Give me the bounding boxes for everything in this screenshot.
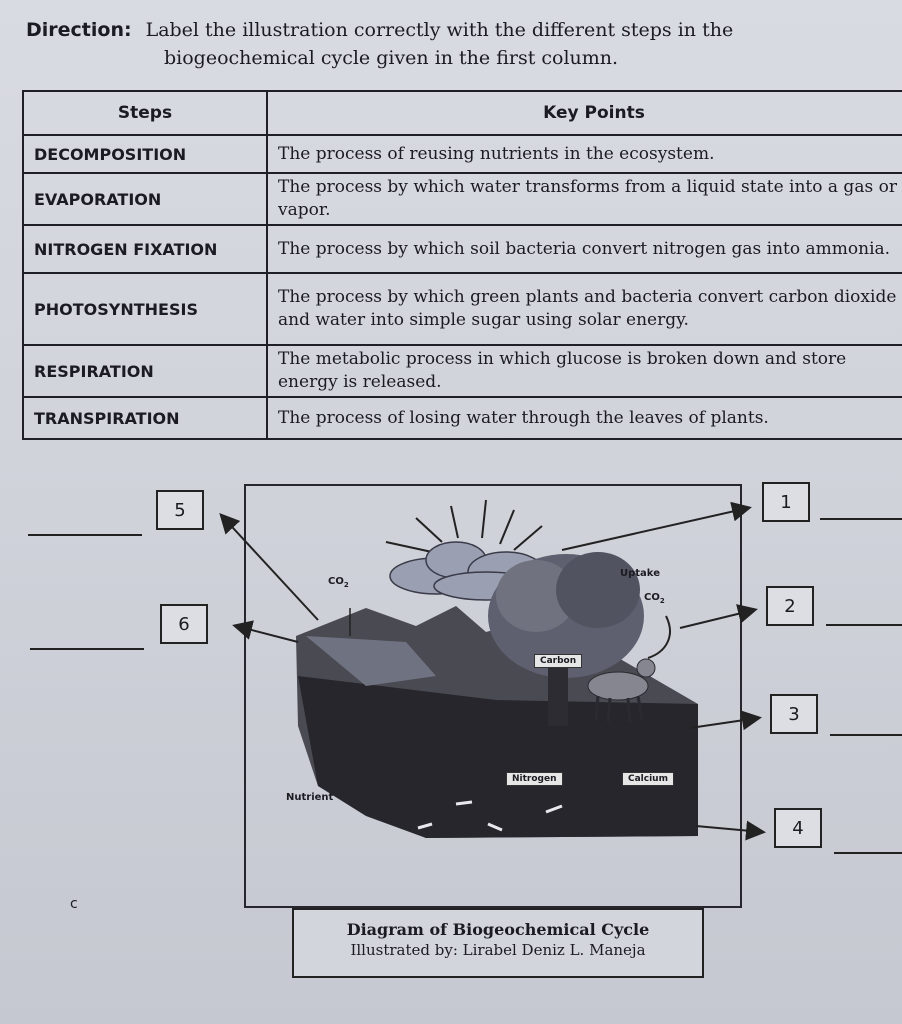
label-box-6: 6 xyxy=(160,604,208,644)
direction-text: Direction: Label the illustration correct… xyxy=(26,16,896,72)
step-name: PHOTOSYNTHESIS xyxy=(22,272,268,346)
step-name: TRANSPIRATION xyxy=(22,396,268,440)
label-box-3: 3 xyxy=(770,694,818,734)
caption-credit: Illustrated by: Lirabel Deniz L. Maneja xyxy=(350,941,646,959)
answer-blank-2[interactable] xyxy=(826,624,902,626)
table-row: EVAPORATION The process by which water t… xyxy=(22,172,902,226)
diagram-caption: Diagram of Biogeochemical Cycle Illustra… xyxy=(292,908,704,978)
answer-blank-4[interactable] xyxy=(834,852,902,854)
label-box-number: 2 xyxy=(784,595,796,617)
answer-blank-6[interactable] xyxy=(30,648,144,650)
uptake-arrow-icon xyxy=(647,615,671,659)
carbon-tag: Carbon xyxy=(534,654,583,668)
table-row: PHOTOSYNTHESIS The process by which gree… xyxy=(22,272,902,346)
label-box-number: 5 xyxy=(174,499,186,521)
direction-line-2: biogeochemical cycle given in the first … xyxy=(164,47,619,69)
step-name: EVAPORATION xyxy=(22,172,268,226)
step-key-point: The process by which green plants and ba… xyxy=(266,272,902,346)
key-points-header: Key Points xyxy=(266,90,902,136)
uptake-label: Uptake xyxy=(620,568,660,579)
step-name: DECOMPOSITION xyxy=(22,134,268,174)
co2-label-right: CO2 xyxy=(644,592,665,605)
co2-label-left: CO2 xyxy=(328,576,349,589)
table-row: NITROGEN FIXATION The process by which s… xyxy=(22,224,902,274)
step-name: RESPIRATION xyxy=(22,344,268,398)
goat-icon xyxy=(587,658,656,723)
label-box-number: 4 xyxy=(792,817,804,839)
step-key-point: The metabolic process in which glucose i… xyxy=(266,344,902,398)
steps-header: Steps xyxy=(22,90,268,136)
sun-rays-icon xyxy=(385,499,543,553)
tree-icon xyxy=(488,552,644,726)
label-box-2: 2 xyxy=(766,586,814,626)
table-row: TRANSPIRATION The process of losing wate… xyxy=(22,396,902,440)
steps-table: Steps Key Points DECOMPOSITION The proce… xyxy=(22,90,902,440)
direction-line-1: Label the illustration correctly with th… xyxy=(145,19,734,41)
step-key-point: The process of losing water through the … xyxy=(266,396,902,440)
table-header-row: Steps Key Points xyxy=(22,90,902,136)
step-key-point: The process by which soil bacteria conve… xyxy=(266,224,902,274)
nitrogen-tag: Nitrogen xyxy=(506,772,563,786)
answer-blank-1[interactable] xyxy=(820,518,902,520)
table-row: RESPIRATION The metabolic process in whi… xyxy=(22,344,902,398)
biogeochemical-cycle-diagram: CO2 Uptake CO2 Carbon Nitrogen Calcium N… xyxy=(244,484,742,908)
caption-title: Diagram of Biogeochemical Cycle xyxy=(346,920,650,939)
label-box-number: 6 xyxy=(178,613,190,635)
step-key-point: The process of reusing nutrients in the … xyxy=(266,134,902,174)
answer-blank-5[interactable] xyxy=(28,534,142,536)
nutrient-label: Nutrient xyxy=(286,792,334,803)
label-box-4: 4 xyxy=(774,808,822,848)
bones-icon xyxy=(417,800,563,832)
answer-blank-3[interactable] xyxy=(830,734,902,736)
step-key-point: The process by which water transforms fr… xyxy=(266,172,902,226)
step-name: NITROGEN FIXATION xyxy=(22,224,268,274)
label-box-5: 5 xyxy=(156,490,204,530)
table-row: DECOMPOSITION The process of reusing nut… xyxy=(22,134,902,174)
direction-lead: Direction: xyxy=(26,19,132,41)
label-box-number: 3 xyxy=(788,703,800,725)
label-box-number: 1 xyxy=(780,491,792,513)
label-box-1: 1 xyxy=(762,482,810,522)
cycle-illustration xyxy=(296,499,698,838)
stray-mark: c xyxy=(70,896,78,912)
calcium-tag: Calcium xyxy=(622,772,674,786)
